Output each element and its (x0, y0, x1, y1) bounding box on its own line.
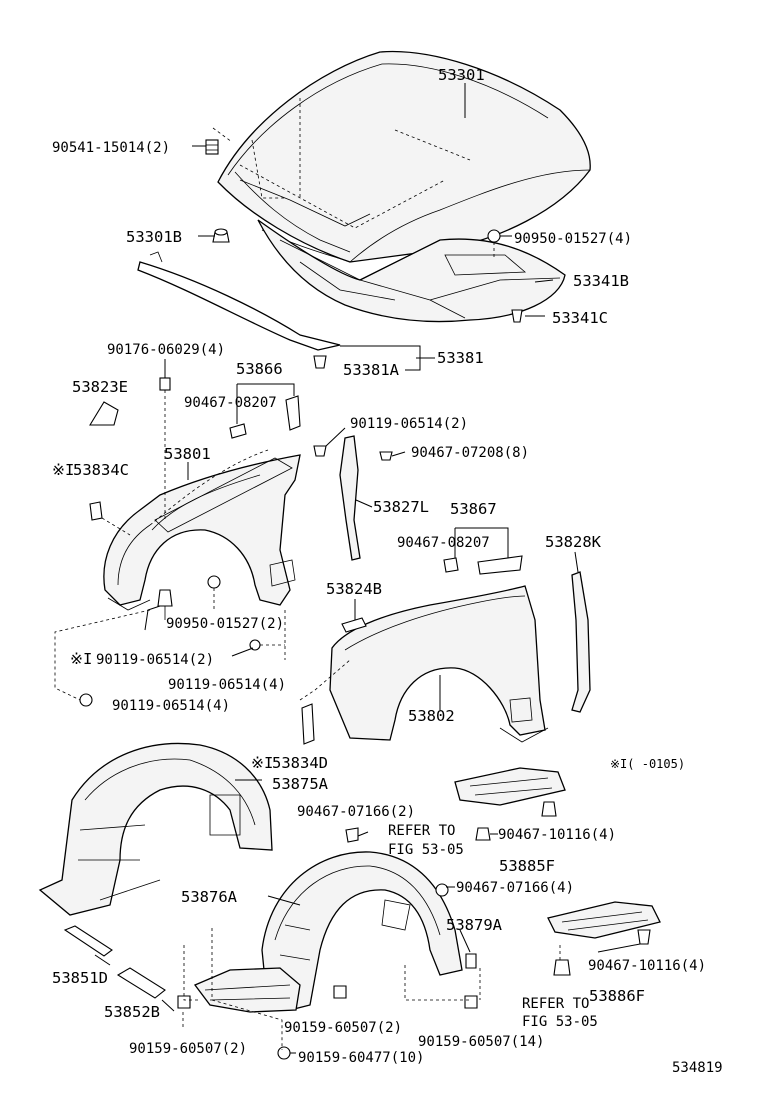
label-90950-01527-top: 90950-01527(4) (514, 231, 632, 247)
undercover-53879a (193, 967, 301, 1013)
label-fig-53-05-2: FIG 53-05 (522, 1014, 598, 1030)
cap-53823e (89, 401, 119, 426)
label-90467-10116-a: 90467-10116(4) (498, 827, 616, 843)
label-90119-06514-4a: 90119-06514(4) (168, 677, 286, 693)
hood-cushion-90541 (205, 139, 219, 155)
label-53834c-mark: ※I (52, 461, 74, 479)
liner-53876a (261, 851, 463, 1011)
retainer-53866 (229, 395, 301, 439)
cover-53885f (454, 767, 566, 806)
label-90159-60477: 90159-60477(10) (298, 1050, 424, 1066)
seal-53828k (571, 571, 591, 713)
bracket-53834c (89, 501, 131, 536)
label-refer-to-1: REFER TO (388, 823, 455, 839)
label-90119-06514-top: 90119-06514(2) (350, 416, 468, 432)
label-53879a: 53879A (446, 916, 503, 934)
bolt-90119-top (313, 445, 327, 457)
label-90467-10116-b: 90467-10116(4) (588, 958, 706, 974)
label-53381a: 53381A (343, 361, 400, 379)
bolt-90159-60507-c (464, 995, 478, 1009)
retainer-53867 (443, 555, 523, 575)
label-90119-mark: ※I (70, 650, 92, 668)
label-53885f: 53885F (499, 857, 555, 875)
label-53834d: 53834D (272, 754, 328, 772)
clip-90467-10116-a (475, 801, 557, 841)
label-53834c: 53834C (73, 461, 129, 479)
fender-53801 (103, 449, 301, 611)
label-53823e: 53823E (72, 378, 128, 396)
bolt-90119-a (249, 639, 285, 651)
bolt-90159-60477 (277, 1046, 291, 1060)
label-53801: 53801 (164, 445, 211, 463)
cover-53886f (547, 901, 661, 939)
shield-53851d (63, 925, 113, 957)
leader-group-left (54, 609, 151, 701)
hood-bumper-53301b (212, 228, 230, 243)
clip-53381a (313, 355, 327, 369)
label-90467-07166-b: 90467-07166(4) (456, 880, 574, 896)
liner-53875a (38, 742, 273, 916)
figure-number: 534819 (672, 1060, 723, 1076)
bracket-53834d (301, 703, 315, 745)
label-53876a: 53876A (181, 888, 238, 906)
clip-90467-10116-b (553, 929, 651, 976)
shield-53852b (116, 967, 166, 999)
label-53834d-mark: ※I (251, 754, 273, 772)
label-53341b: 53341B (573, 272, 629, 290)
clip-90467-07166-a (345, 827, 359, 843)
label-90467-08207-b: 90467-08207 (397, 535, 490, 551)
label-53828k: 53828K (545, 533, 602, 551)
label-53875a: 53875A (272, 775, 329, 793)
clip-53879a (465, 953, 477, 969)
fender-53802 (329, 585, 549, 743)
label-53381: 53381 (437, 349, 484, 367)
label-refer-to-2: REFER TO (522, 996, 589, 1012)
leader-lines (94, 83, 641, 1054)
label-53341c: 53341C (552, 309, 608, 327)
hood-inner-panel (257, 219, 566, 323)
label-53824b: 53824B (326, 580, 382, 598)
hood-seal (137, 251, 341, 351)
label-90467-07166-a: 90467-07166(2) (297, 804, 415, 820)
label-53867: 53867 (450, 500, 497, 518)
hood-panel (212, 50, 591, 263)
label-53301b: 53301B (126, 228, 182, 246)
footnote-date-range: ※I( -0105) (610, 757, 685, 771)
label-90950-01527-mid: 90950-01527(2) (166, 616, 284, 632)
label-53301: 53301 (438, 66, 485, 84)
label-90159-60507-a: 90159-60507(2) (129, 1041, 247, 1057)
label-90159-60507-b: 90159-60507(2) (284, 1020, 402, 1036)
seal-53827l (339, 435, 361, 561)
label-fig-53-05-1: FIG 53-05 (388, 842, 464, 858)
label-53802: 53802 (408, 707, 455, 725)
bolt-90159-60507-a (177, 985, 347, 1009)
bolt-90119-b (79, 693, 93, 707)
label-53886f: 53886F (589, 987, 645, 1005)
label-90119-06514-4b: 90119-06514(4) (112, 698, 230, 714)
clip-90467-07166-b (435, 883, 449, 897)
clip-53341c (511, 309, 523, 323)
nut-90950-mid (207, 575, 221, 610)
label-53827l: 53827L (373, 498, 429, 516)
label-90119-06514-2: 90119-06514(2) (96, 652, 214, 668)
label-90176-06029: 90176-06029(4) (107, 342, 225, 358)
bolt-90119-left (157, 589, 173, 620)
label-90541-15014: 90541-15014(2) (52, 140, 170, 156)
label-90467-07208: 90467-07208(8) (411, 445, 529, 461)
label-90159-60507-c: 90159-60507(14) (418, 1034, 544, 1050)
label-90467-08207-a: 90467-08207 (184, 395, 277, 411)
clip-90467-07208 (379, 451, 393, 461)
label-53852b: 53852B (104, 1003, 160, 1021)
label-53851d: 53851D (52, 969, 108, 987)
label-53866: 53866 (236, 360, 283, 378)
